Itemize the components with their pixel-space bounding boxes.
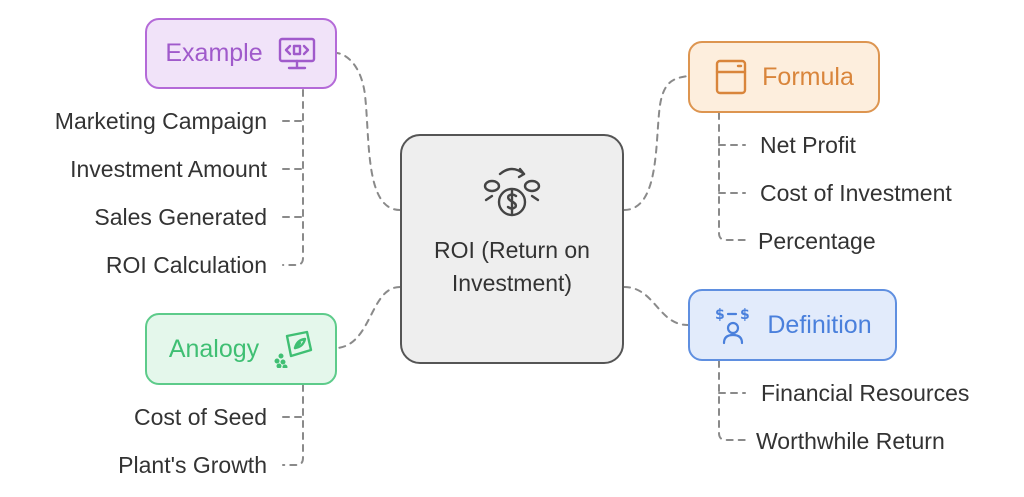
connector-center-analogy	[336, 286, 401, 349]
connector-center-example	[336, 52, 401, 211]
person-money-icon: $ $	[713, 305, 753, 345]
svg-text:$: $	[715, 307, 725, 323]
center-label: ROI (Return on Investment)	[434, 237, 590, 296]
connector-formula-items	[718, 112, 746, 241]
example-item[interactable]: Sales Generated	[94, 204, 267, 230]
formula-item[interactable]: Net Profit	[760, 132, 856, 158]
formula-item[interactable]: Cost of Investment	[760, 180, 952, 206]
calculator-icon	[714, 58, 748, 96]
formula-item[interactable]: Percentage	[758, 228, 876, 254]
seed-packet-icon	[273, 330, 313, 368]
connector-analogy-items	[282, 384, 304, 466]
branch-formula-label: Formula	[762, 62, 854, 91]
analogy-item[interactable]: Plant's Growth	[118, 452, 267, 478]
center-node[interactable]: ROI (Return on Investment)	[400, 134, 624, 364]
money-cycle-icon	[480, 162, 544, 222]
connector-example-items	[282, 89, 304, 266]
monitor-code-icon	[277, 36, 317, 72]
branch-analogy-label: Analogy	[168, 334, 260, 363]
connector-center-definition	[623, 286, 689, 326]
branch-formula[interactable]: Formula	[688, 41, 880, 113]
branch-definition-label: Definition	[767, 310, 872, 339]
analogy-item[interactable]: Cost of Seed	[134, 404, 267, 430]
branch-definition[interactable]: $ $ Definition	[688, 289, 897, 361]
connector-center-formula	[623, 75, 689, 211]
definition-item[interactable]: Financial Resources	[761, 380, 970, 406]
branch-example[interactable]: Example	[145, 18, 337, 89]
example-item[interactable]: Marketing Campaign	[54, 108, 267, 134]
connector-definition-items	[718, 360, 746, 441]
svg-text:$: $	[740, 307, 750, 323]
branch-analogy[interactable]: Analogy	[145, 313, 337, 385]
definition-item[interactable]: Worthwhile Return	[756, 428, 945, 454]
example-item[interactable]: Investment Amount	[70, 156, 267, 182]
example-item[interactable]: ROI Calculation	[105, 252, 267, 278]
branch-example-label: Example	[165, 39, 263, 67]
